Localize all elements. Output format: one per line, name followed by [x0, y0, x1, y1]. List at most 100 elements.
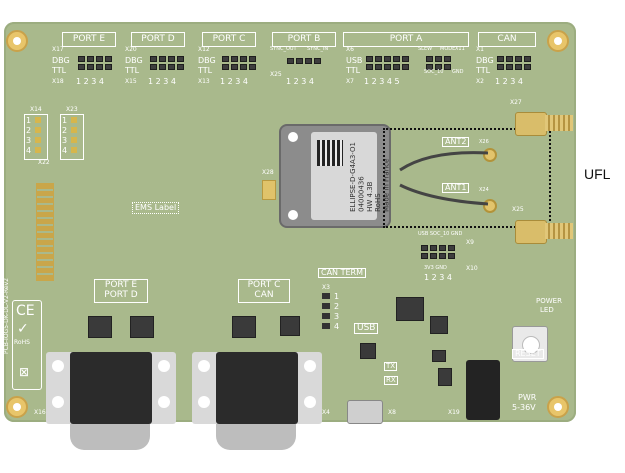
db9-right-screw-bottom-r: [304, 396, 316, 408]
port-a-pin-numbers: 1 2 3 4 5: [364, 77, 400, 86]
port-b-id2: X25: [270, 71, 282, 78]
usb-connector: [347, 400, 383, 424]
x19-label: X19: [448, 409, 460, 416]
port-ed-line1: PORT E: [104, 280, 138, 290]
port-ccan-line2: CAN: [254, 290, 274, 300]
db9-left-screw-bottom: [52, 396, 64, 408]
ic-u7: [432, 350, 446, 362]
pwr-label-1: PWR: [518, 393, 537, 402]
ic-u8: [438, 368, 452, 386]
mounting-hole-top-left: [6, 30, 28, 52]
ic-u5: [430, 316, 448, 334]
port-a-label: PORT A: [343, 32, 469, 47]
can-term-pin-2: 2: [334, 302, 340, 311]
port-a-slew: SLEW: [418, 46, 433, 52]
can-id2: X2: [476, 78, 484, 85]
ufl-highlight-box: [383, 128, 551, 228]
x16-label: X16: [34, 409, 46, 416]
port-d-pin-numbers: 1 2 3 4: [148, 77, 176, 86]
ant1-label: ANT1: [442, 183, 470, 193]
port-c-id2: X13: [198, 78, 210, 85]
mounting-hole-top-right: [547, 30, 569, 52]
port-b-label: PORT B: [272, 32, 336, 47]
sma-connector-bottom: [515, 220, 547, 244]
port-d-pins: [150, 56, 184, 70]
module-screw-tl: [288, 132, 298, 142]
x9-bottom-text: 3V3 GND: [424, 265, 447, 271]
module-label: ELLIPSE-D-G4A3-O1 04000436 HW 4.3B RoHS …: [311, 132, 391, 220]
x23-num-4: 4: [62, 146, 68, 155]
db9-right-body: [216, 352, 298, 424]
db9-right-screw-top: [198, 360, 210, 372]
ic-u4: [280, 316, 300, 336]
db9-right-screw-top-r: [304, 360, 316, 372]
port-a-extra-pins: [426, 56, 451, 70]
x23-num-3: 3: [62, 136, 68, 145]
port-b-pins: [287, 58, 321, 64]
db9-left-screw-bottom-r: [158, 396, 170, 408]
power-jack: [466, 360, 500, 420]
db9-left-screw-top: [52, 360, 64, 372]
x26-label: X26: [479, 139, 489, 145]
x9-top-text: USB SOC_10 GND: [418, 231, 463, 237]
x9-pin-numbers: 1 2 3 4: [424, 273, 452, 282]
port-d-label: PORT D: [131, 32, 185, 47]
x9-label: X9: [466, 239, 474, 246]
gnss-module: ELLIPSE-D-G4A3-O1 04000436 HW 4.3B RoHS …: [279, 124, 391, 228]
can-term-pin-3: 3: [334, 312, 340, 321]
port-a-row1: USB: [346, 56, 363, 65]
ic-u2: [130, 316, 154, 338]
port-a-x11: X11: [455, 46, 465, 52]
x28-connector: [262, 180, 276, 200]
module-part-number: ELLIPSE-D-G4A3-O1: [349, 142, 357, 212]
sma-connector-top: [515, 112, 547, 136]
compliance-panel: [12, 300, 42, 390]
port-e-id: X17: [52, 46, 64, 53]
reset-label: RESET: [512, 349, 544, 359]
db9-right-screw-bottom: [198, 396, 210, 408]
usb-label: USB: [354, 323, 379, 334]
port-e-row1: DBG: [52, 56, 70, 65]
port-e-id2: X18: [52, 78, 64, 85]
port-b-pin-numbers: 1 2 3 4: [286, 77, 314, 86]
x28-label: X28: [262, 169, 274, 176]
port-ed-line2: PORT D: [104, 290, 138, 300]
port-c-pin-numbers: 1 2 3 4: [220, 77, 248, 86]
port-d-row1: DBG: [125, 56, 143, 65]
can-pins: [497, 56, 531, 70]
port-c-pins: [222, 56, 256, 70]
port-a-soc: SOC_10: [424, 69, 444, 75]
x10-label: X10: [466, 265, 478, 272]
tx-label: TX: [384, 362, 398, 371]
port-b-row2: SYNC_IN: [307, 46, 329, 52]
pcb-id: PCB-IOG5-DK-DL-V2-Rev2: [3, 278, 10, 355]
port-a-id: X6: [346, 46, 354, 53]
ufl-label: UFL: [584, 166, 611, 182]
sma-thread-bottom: [545, 223, 573, 239]
can-id: X1: [476, 46, 484, 53]
ic-u6: [360, 343, 376, 359]
x23-label: X23: [66, 106, 78, 113]
port-a-pins: [366, 56, 409, 70]
mounting-hole-bottom-left: [6, 396, 28, 418]
expansion-header: [36, 183, 54, 281]
x22-label: X22: [38, 159, 50, 166]
port-e-label: PORT E: [62, 32, 116, 47]
ce-mark: CE: [16, 303, 35, 319]
port-a-row2: TTL: [346, 66, 361, 75]
weee-bin-icon: ⊠: [19, 365, 30, 379]
x14-num-1: 1: [26, 116, 32, 125]
pwr-label-2: 5-36V: [512, 403, 536, 412]
port-ccan-line1: PORT C: [247, 280, 281, 290]
x23-num-2: 2: [62, 126, 68, 135]
sma-thread-top: [545, 115, 573, 131]
power-led-label-1: POWER: [536, 297, 562, 305]
db9-left-screw-top-r: [158, 360, 170, 372]
port-d-row2: TTL: [125, 66, 140, 75]
module-screw-bl: [288, 210, 298, 220]
port-e-pins: [78, 56, 112, 70]
rx-label: RX: [384, 376, 398, 385]
x4-label: X4: [322, 409, 330, 416]
port-c-id: X12: [198, 46, 210, 53]
x14-num-2: 2: [26, 126, 32, 135]
